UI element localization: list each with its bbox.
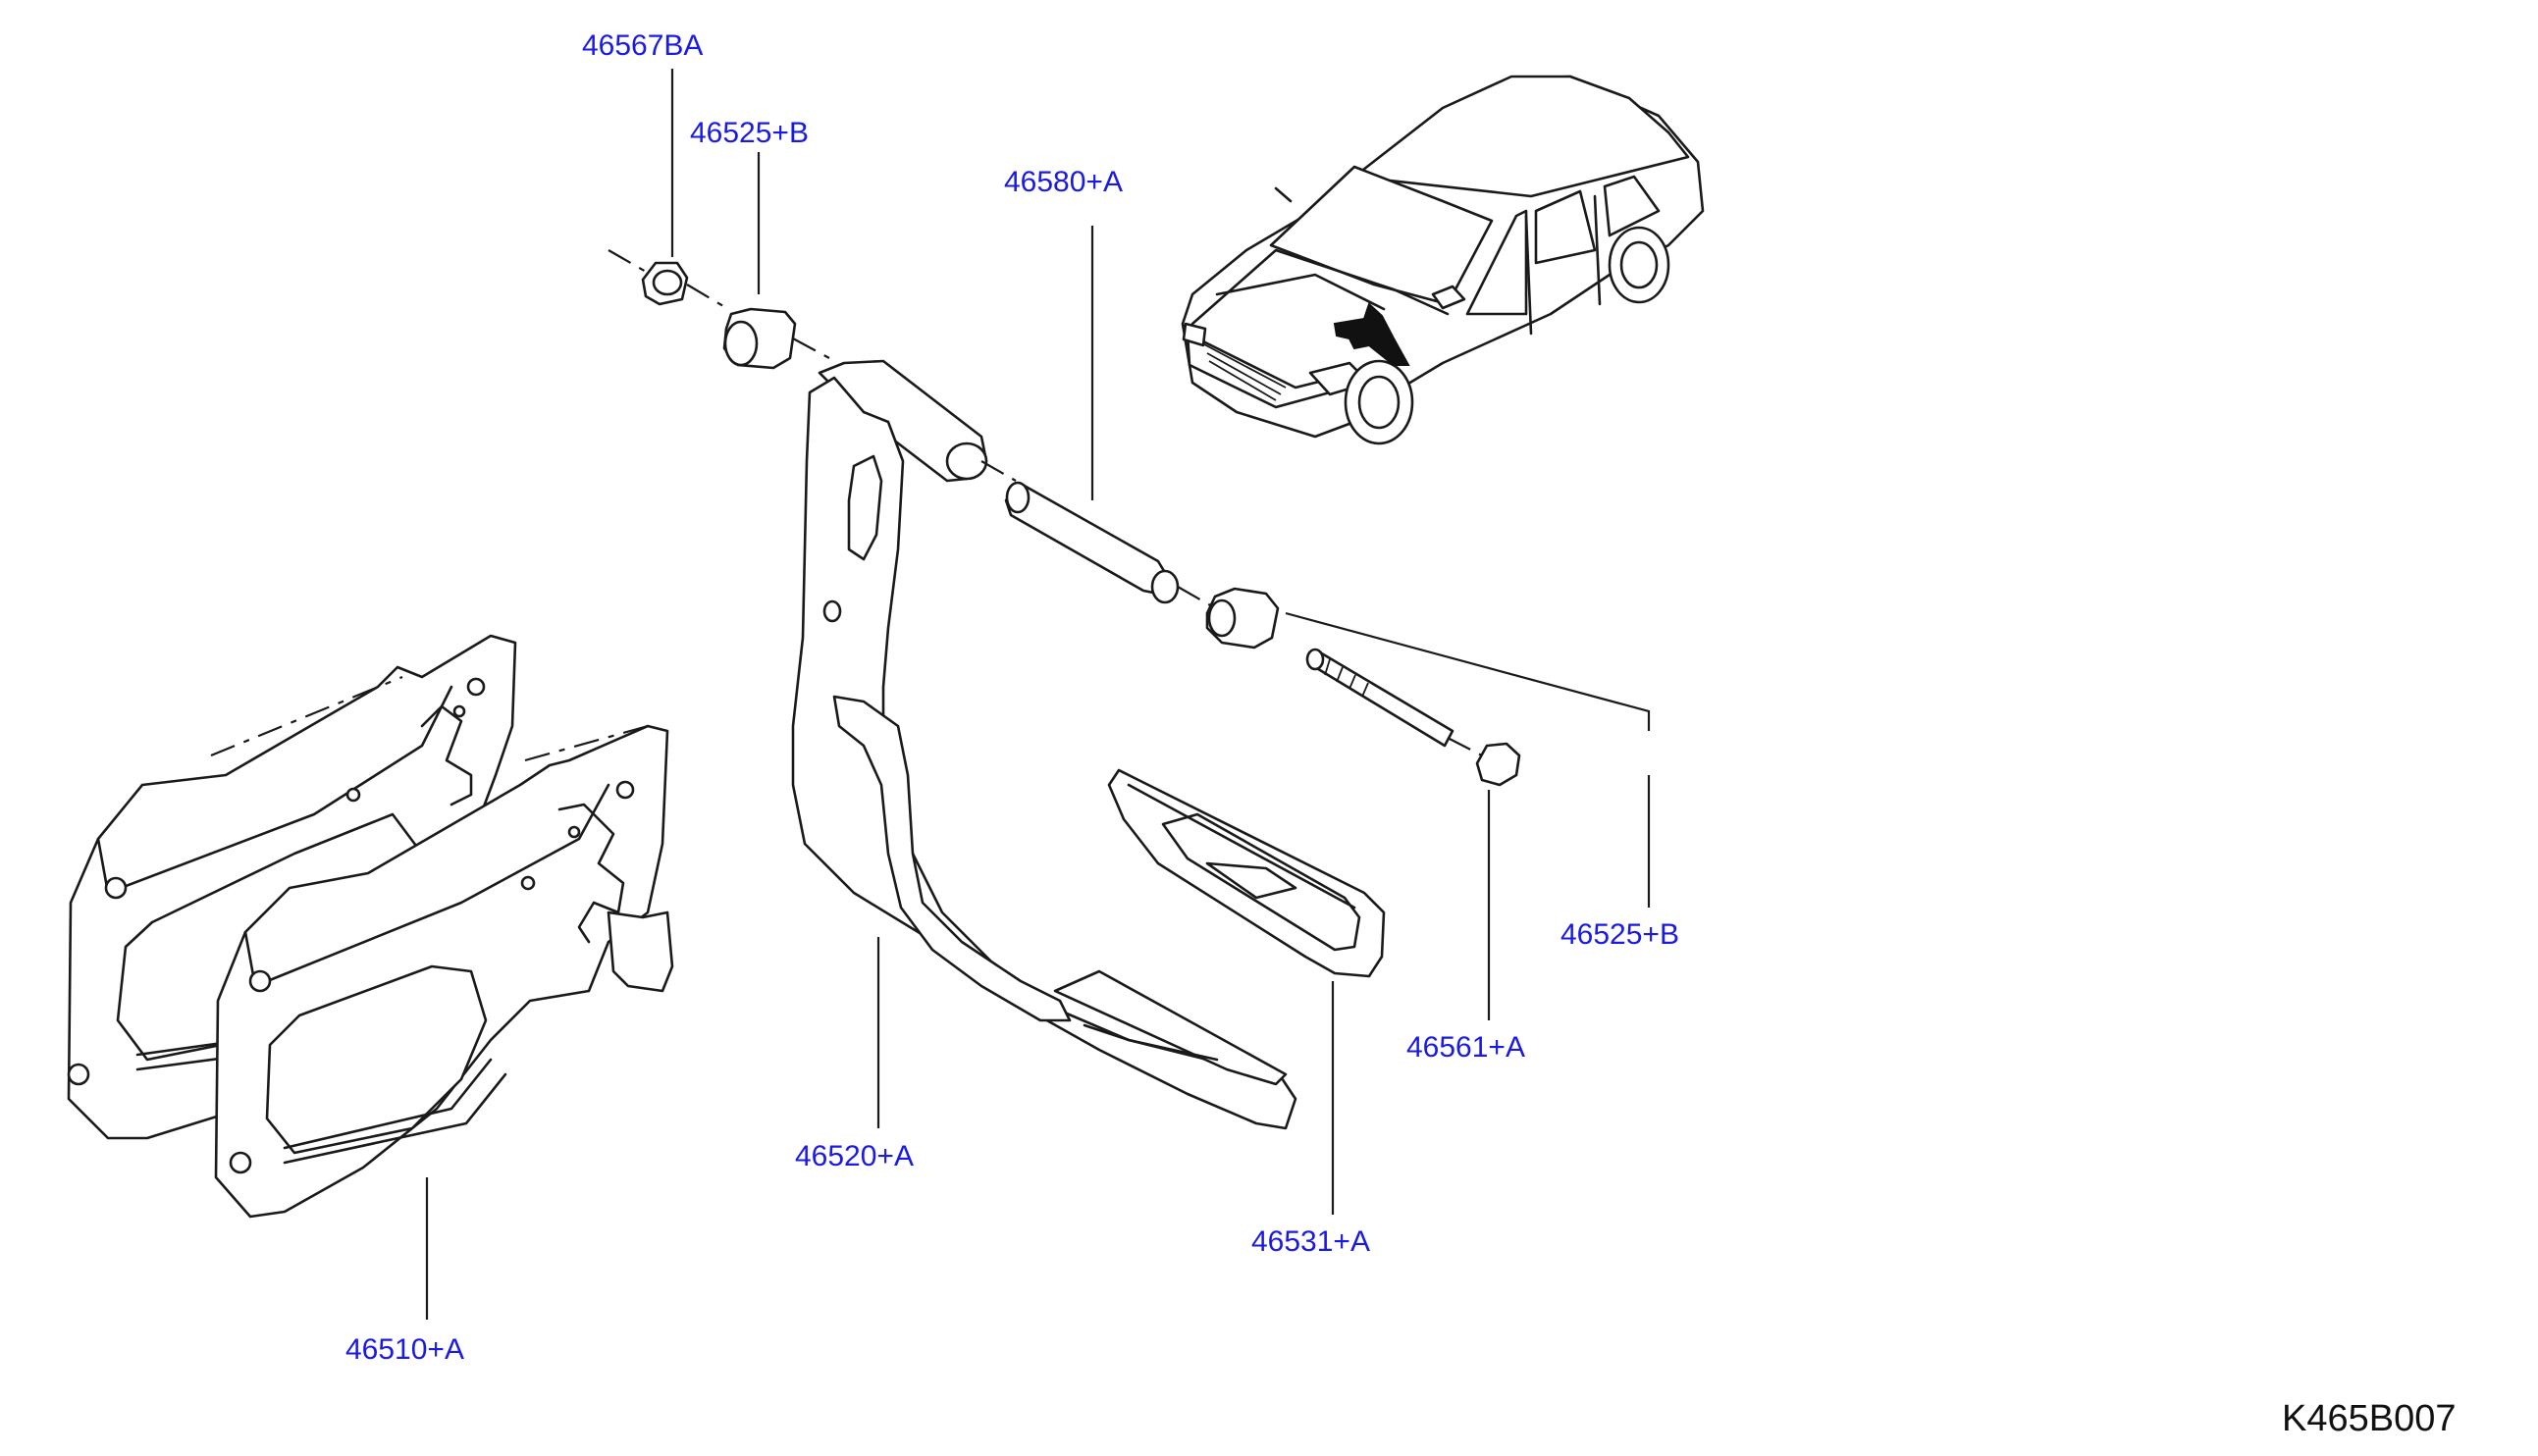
- pivot-pin-part: [980, 460, 1213, 607]
- pedal-pad-part: [1107, 768, 1386, 978]
- vehicle-locator-thumbnail: [1181, 75, 1705, 445]
- bracket-part: [67, 634, 674, 1219]
- callout-46561A[interactable]: 46561+A: [1406, 1031, 1525, 1064]
- callout-46510A[interactable]: 46510+A: [345, 1333, 464, 1366]
- callout-46520A[interactable]: 46520+A: [795, 1140, 914, 1172]
- pedal-location-marker: [1333, 302, 1410, 366]
- callout-46567BA[interactable]: 46567BA: [582, 29, 703, 62]
- callout-46580A[interactable]: 46580+A: [1004, 166, 1123, 198]
- bushing-right-part: [1205, 587, 1280, 650]
- bolt-part: [1305, 648, 1521, 787]
- nut-part: [608, 249, 729, 310]
- bushing-left-part: [722, 307, 830, 370]
- callout-46525B-left[interactable]: 46525+B: [690, 117, 809, 149]
- callout-46525B-right[interactable]: 46525+B: [1560, 918, 1679, 951]
- diagram-id-label: K465B007: [2282, 1398, 2457, 1439]
- callout-46531A[interactable]: 46531+A: [1251, 1225, 1370, 1258]
- pedal-arm-part: [791, 359, 1297, 1130]
